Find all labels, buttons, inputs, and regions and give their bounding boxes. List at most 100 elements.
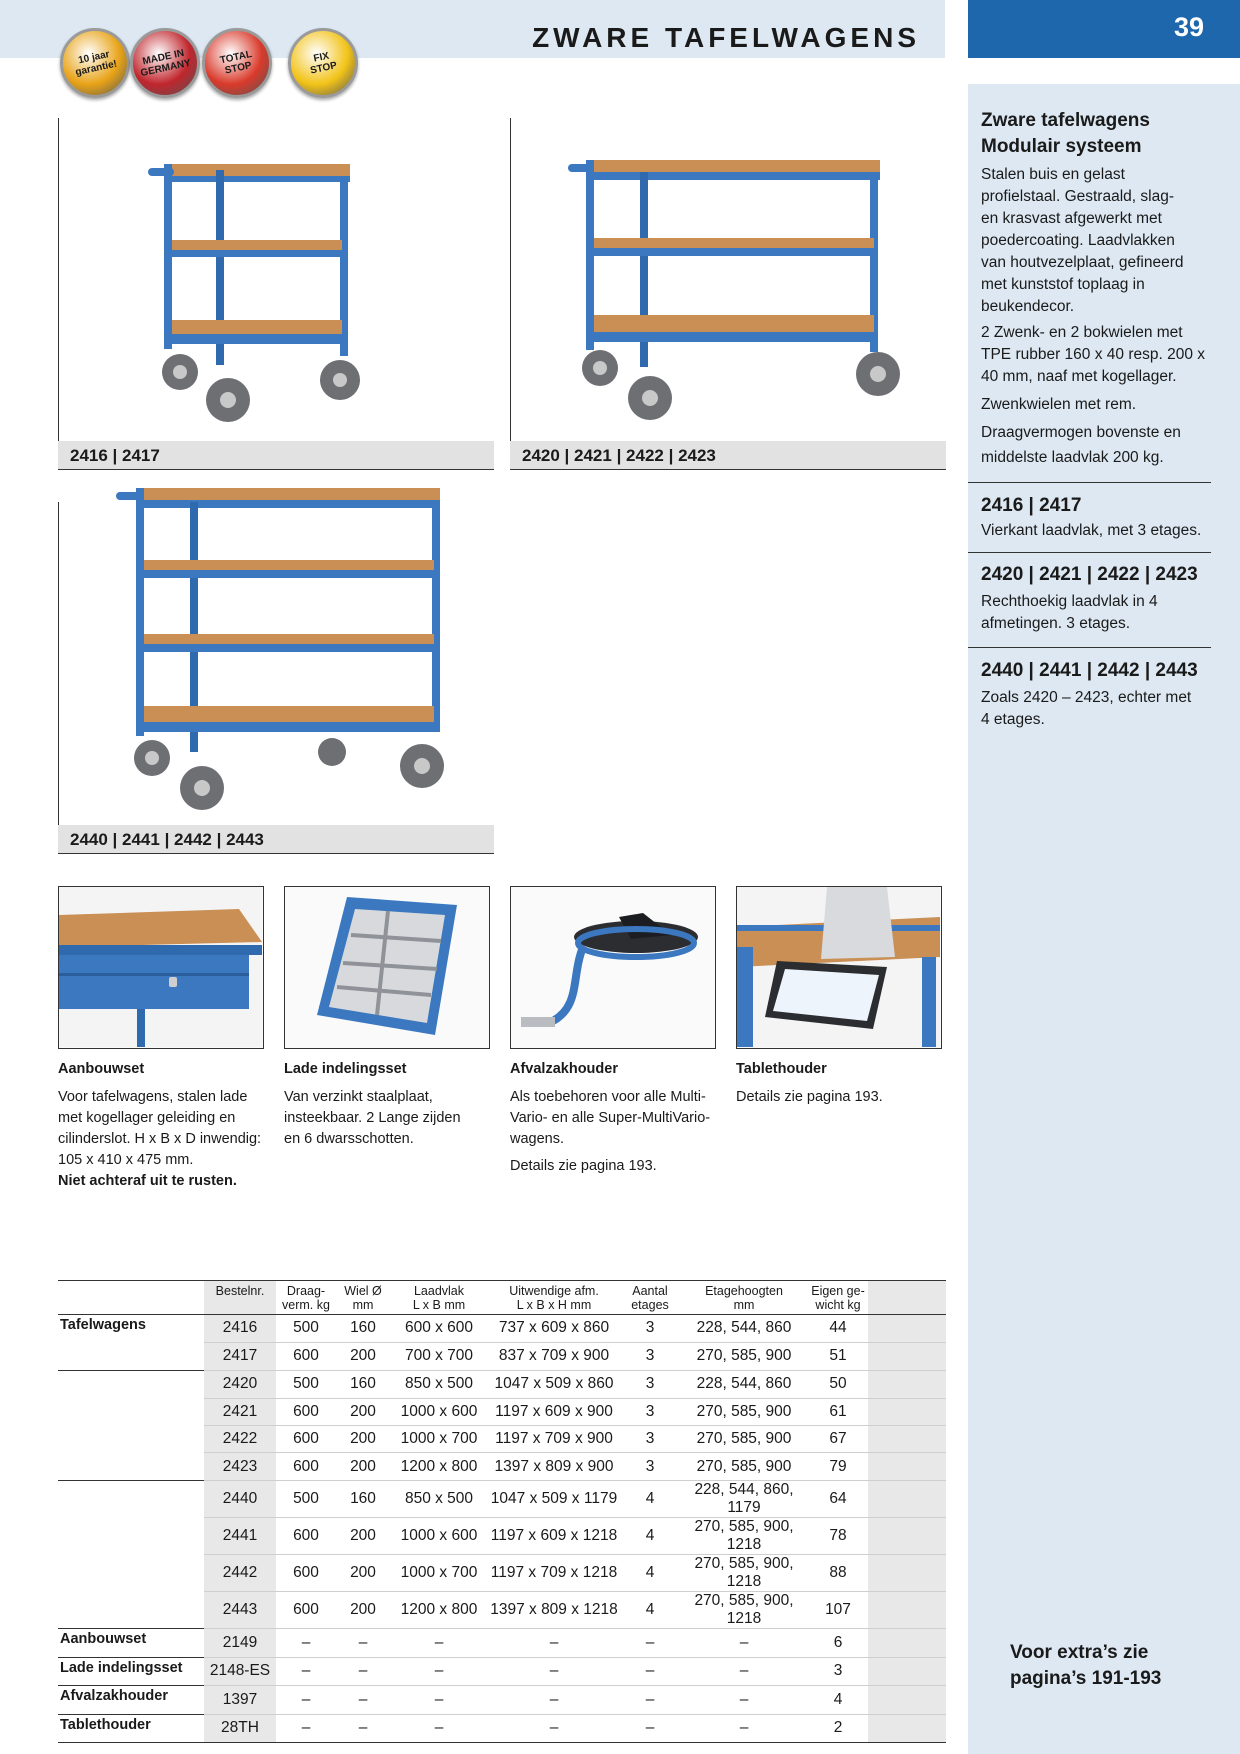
table-cell: 4 <box>620 1480 680 1519</box>
table-cell: 500 <box>276 1314 336 1343</box>
table-cell: 1197 x 609 x 1218 <box>488 1517 620 1556</box>
product-caption-3: 2440 | 2441 | 2442 | 2443 <box>58 825 494 854</box>
table-cell: 160 <box>336 1369 390 1399</box>
variant-title-1: 2416 | 2417 <box>981 495 1082 516</box>
product-frame-2416 <box>58 118 59 470</box>
table-cell: 600 <box>276 1425 336 1454</box>
table-cell: – <box>620 1685 680 1715</box>
sidebar-heading-2: Modulair systeem <box>981 136 1142 157</box>
accessory-text-tablethouder: Details zie pagina 193. <box>736 1089 883 1105</box>
order-number-cell: 2422 <box>204 1425 276 1454</box>
table-cell: 1047 x 509 x 1179 <box>488 1480 620 1519</box>
table-cell: 160 <box>336 1314 390 1343</box>
table-cell: 3 <box>620 1452 680 1482</box>
cart-image-4-tier <box>116 488 444 810</box>
table-cell: 200 <box>336 1517 390 1556</box>
table-cell: – <box>620 1713 680 1743</box>
product-caption-1: 2416 | 2417 <box>58 441 494 470</box>
row-group-label <box>58 1592 204 1629</box>
col-header-bestelnr: Bestelnr. <box>204 1280 276 1315</box>
price-cell <box>868 1398 946 1427</box>
table-cell: – <box>390 1685 488 1715</box>
row-group-label: Tablethouder <box>58 1713 204 1743</box>
product-frame-2440 <box>58 502 59 854</box>
row-group-label: Lade indelingsset <box>58 1656 204 1686</box>
table-cell: – <box>336 1713 390 1743</box>
table-cell: 228, 544, 860 <box>680 1369 808 1399</box>
row-group-label <box>58 1426 204 1453</box>
table-cell: 2 <box>808 1713 868 1743</box>
price-cell <box>868 1369 946 1399</box>
row-group-label <box>58 1518 204 1555</box>
table-cell: 1000 x 700 <box>390 1554 488 1593</box>
product-caption-2: 2420 | 2421 | 2422 | 2423 <box>510 441 946 470</box>
table-cell: – <box>276 1656 336 1687</box>
table-cell: 1397 x 809 x 1218 <box>488 1591 620 1630</box>
table-cell: 600 <box>276 1554 336 1593</box>
order-number-cell: 2443 <box>204 1591 276 1630</box>
order-number-cell: 2149 <box>204 1628 276 1658</box>
row-group-label: Afvalzakhouder <box>58 1685 204 1715</box>
table-cell: 270, 585, 900 <box>680 1452 808 1482</box>
table-cell: 837 x 709 x 900 <box>488 1342 620 1371</box>
table-cell: 850 x 500 <box>390 1369 488 1399</box>
table-cell: 737 x 609 x 860 <box>488 1314 620 1343</box>
table-cell: 1197 x 709 x 900 <box>488 1425 620 1454</box>
table-cell: – <box>680 1628 808 1658</box>
table-cell: – <box>276 1685 336 1715</box>
table-cell: 64 <box>808 1480 868 1519</box>
table-cell: 78 <box>808 1517 868 1556</box>
table-cell: 200 <box>336 1425 390 1454</box>
table-cell: 107 <box>808 1591 868 1630</box>
sidebar-para-3: Zwenkwielen met rem. <box>981 396 1137 413</box>
order-number-cell: 2442 <box>204 1554 276 1593</box>
accessory-image-aanbouwset <box>58 886 264 1049</box>
order-number-cell: 2148-ES <box>204 1656 276 1687</box>
price-cell <box>868 1517 946 1556</box>
table-cell: 600 <box>276 1398 336 1427</box>
col-header-draagvermogen: Draag-verm. kg <box>276 1280 336 1315</box>
table-cell: – <box>276 1713 336 1743</box>
page-number: 39 <box>1173 12 1204 42</box>
table-cell: – <box>488 1656 620 1687</box>
table-cell: 270, 585, 900, 1218 <box>680 1517 808 1556</box>
price-cell <box>868 1425 946 1454</box>
accessory-title-aanbouwset: Aanbouwset <box>58 1061 145 1077</box>
table-cell: 3 <box>620 1398 680 1427</box>
table-cell: 850 x 500 <box>390 1480 488 1519</box>
table-cell: 270, 585, 900 <box>680 1398 808 1427</box>
table-cell: – <box>488 1628 620 1658</box>
table-cell: 500 <box>276 1369 336 1399</box>
row-group-label <box>58 1398 204 1425</box>
col-header-gewicht: Eigen ge-wicht kg <box>808 1280 868 1315</box>
accessory-text-lade: Van verzinkt staalplaat,insteekbaar. 2 L… <box>284 1089 461 1147</box>
col-header-uitwendige-afm: Uitwendige afm.L x B x H mm <box>488 1280 620 1315</box>
table-cell: 4 <box>620 1517 680 1556</box>
table-cell: 1197 x 609 x 900 <box>488 1398 620 1427</box>
table-cell: 1047 x 509 x 860 <box>488 1369 620 1399</box>
table-cell: – <box>390 1628 488 1658</box>
table-cell: 3 <box>620 1314 680 1343</box>
table-cell: 3 <box>620 1369 680 1399</box>
row-group-label <box>58 1453 204 1481</box>
table-cell: – <box>276 1628 336 1658</box>
variant-text-1: Vierkant laadvlak, met 3 etages. <box>981 522 1202 539</box>
order-number-cell: 2440 <box>204 1480 276 1519</box>
order-number-cell: 2417 <box>204 1342 276 1371</box>
table-cell: 200 <box>336 1452 390 1482</box>
table-cell: 1200 x 800 <box>390 1591 488 1630</box>
table-cell: 228, 544, 860 <box>680 1314 808 1343</box>
accessory-image-afvalzakhouder <box>510 886 716 1049</box>
